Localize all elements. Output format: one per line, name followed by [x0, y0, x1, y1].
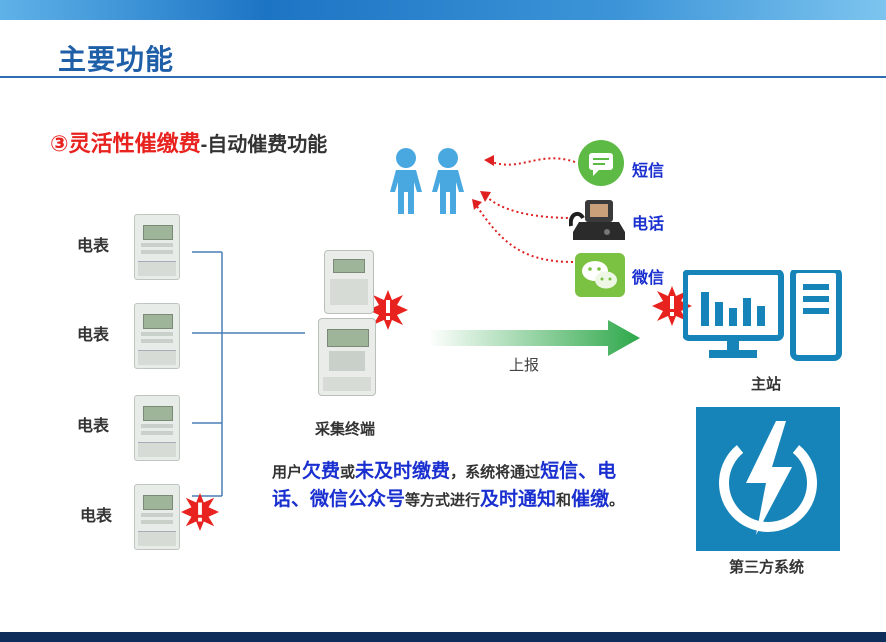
sms-icon	[578, 140, 624, 186]
desc-text: 或	[340, 464, 356, 481]
third-party-system-tile	[696, 407, 840, 551]
meter-device	[134, 214, 180, 280]
description-text: 用户欠费或未及时缴费，系统将通过短信、电话、微信公众号等方式进行及时通知和催缴。	[272, 458, 652, 514]
desc-text: ，系统将通过	[450, 464, 541, 481]
alert-burst-icon	[181, 493, 219, 531]
master-station-label: 主站	[751, 376, 782, 393]
subtitle-rest: -自动催费功能	[200, 134, 328, 156]
top-banner	[0, 0, 886, 20]
desc-highlight: 未及时缴费	[355, 461, 451, 482]
desc-highlight: 及时通知	[480, 489, 557, 510]
report-arrow	[428, 320, 640, 356]
meter-device	[134, 303, 180, 369]
report-label: 上报	[509, 357, 540, 374]
wechat-icon	[575, 253, 625, 297]
desc-text: 和	[556, 492, 572, 509]
terminal-label: 采集终端	[315, 421, 376, 438]
third-party-label: 第三方系统	[729, 559, 805, 576]
alert-burst-icon	[368, 290, 408, 330]
channel-label-phone: 电话	[632, 216, 665, 233]
meter-label: 电表	[80, 508, 113, 525]
users-icon	[390, 148, 464, 214]
meter-label: 电表	[77, 418, 110, 435]
terminal-lower-device	[318, 318, 376, 396]
page-title: 主要功能	[58, 44, 175, 75]
meter-label: 电表	[77, 238, 110, 255]
meter-device	[134, 395, 180, 461]
master-station-icon	[683, 270, 842, 361]
meter-device	[134, 484, 180, 550]
channel-label-sms: 短信	[632, 163, 665, 180]
section-subtitle: ③灵活性催缴费-自动催费功能	[50, 126, 327, 158]
channel-label-wechat: 微信	[632, 270, 665, 287]
alert-burst-icon	[652, 286, 692, 326]
desc-highlight: 短信、电话、微信公众号	[272, 461, 617, 510]
desc-highlight: 欠费	[302, 461, 341, 482]
desc-highlight: 催缴	[571, 489, 610, 510]
power-bolt-icon	[719, 421, 817, 535]
phone-icon	[569, 200, 625, 240]
desc-text: 。	[609, 492, 625, 509]
desc-text: 用户	[272, 464, 303, 481]
bottom-banner	[0, 632, 886, 642]
desc-text: 等方式进行	[405, 492, 481, 509]
title-underline	[0, 76, 886, 78]
subtitle-highlight: ③灵活性催缴费	[50, 131, 201, 156]
terminal-upper-device	[324, 250, 374, 314]
meter-label: 电表	[77, 327, 110, 344]
